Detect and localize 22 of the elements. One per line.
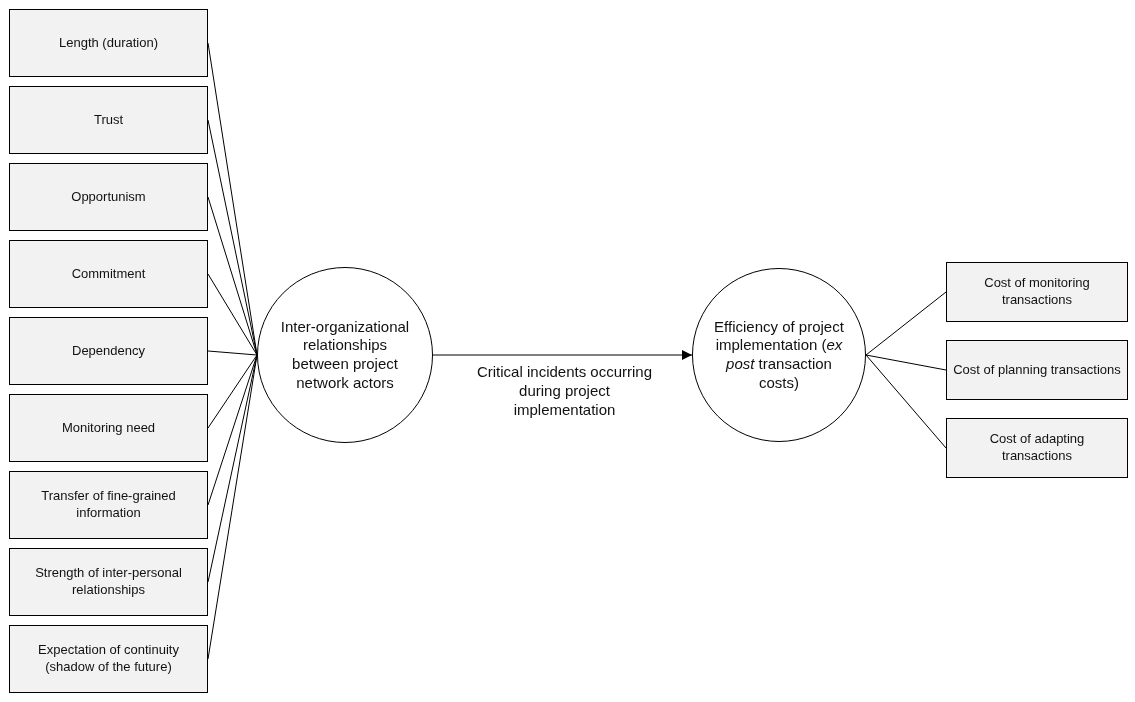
factor-box: Cost of monitoring transactions (946, 262, 1128, 322)
arrow (432, 350, 693, 360)
factor-box: Cost of planning transactions (946, 340, 1128, 400)
factor-box: Cost of adapting transactions (946, 418, 1128, 478)
connector-line (207, 354, 258, 429)
concept-circle: Inter-organizational relationships between project network actors (257, 267, 433, 443)
connector-line (207, 273, 258, 356)
connector-line (207, 350, 258, 356)
factor-box: Monitoring need (9, 394, 208, 462)
factor-box: Dependency (9, 317, 208, 385)
concept-circle: Efficiency of project implementation (ex post transaction costs) (692, 268, 866, 442)
factor-box: Length (duration) (9, 9, 208, 77)
factor-box: Trust (9, 86, 208, 154)
factor-box: Expectation of continuity (shadow of the future) (9, 625, 208, 693)
connector-line (865, 354, 947, 449)
factor-box: Opportunism (9, 163, 208, 231)
connector-line (207, 354, 258, 506)
factor-box: Commitment (9, 240, 208, 308)
connector-line (865, 291, 947, 356)
factor-box: Transfer of fine-grained information (9, 471, 208, 539)
factor-box: Strength of inter-personal relationships (9, 548, 208, 616)
connector-line (865, 354, 947, 371)
